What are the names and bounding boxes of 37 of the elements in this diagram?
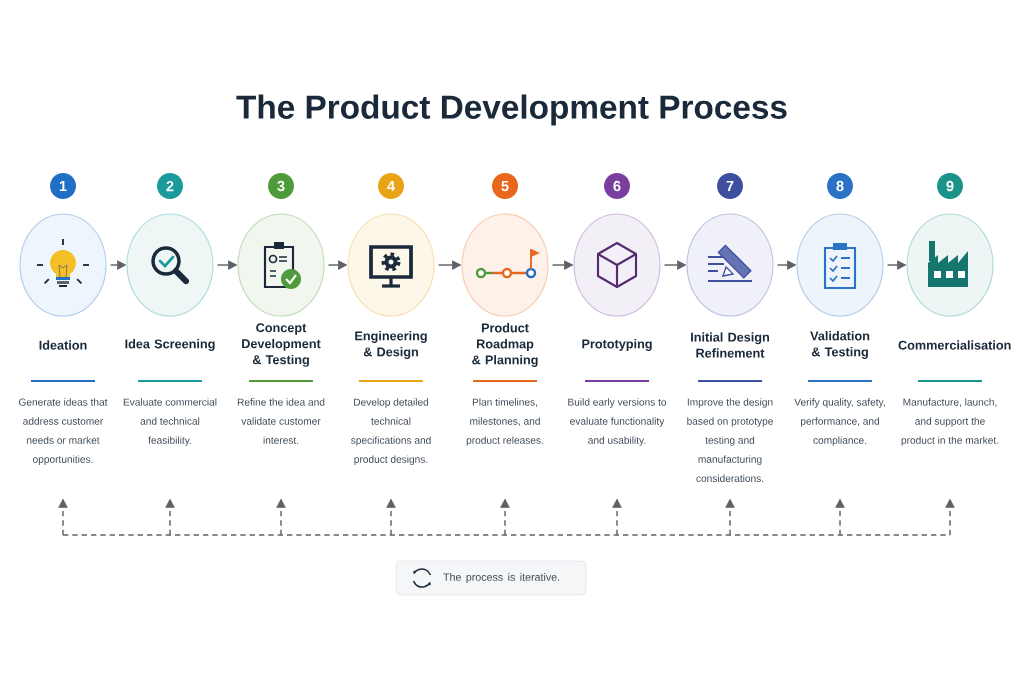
note-box: The process is iterative. <box>395 560 587 596</box>
icon-circle <box>573 213 661 317</box>
stage-title: Ideation <box>39 340 87 350</box>
description: Generate ideas that address customer needs or market opportunities. <box>19 398 108 465</box>
stage-title: Initial Design Refinement <box>691 332 769 358</box>
number-badge: 8 <box>827 173 853 199</box>
number-badge: 1 <box>50 173 76 199</box>
stage-title: Commercialisation <box>898 340 1011 350</box>
description: Improve the design based on prototype testing and manufacturing considerations. <box>687 398 773 482</box>
icon-circle <box>126 213 214 317</box>
description: Plan timelines, milestones, and product releases. <box>466 398 543 446</box>
description: Develop detailed technical specifications and product designs. <box>351 398 431 465</box>
number-badge: 2 <box>157 173 183 199</box>
stage-title: Idea Screening <box>125 339 215 351</box>
number-badge: 5 <box>492 173 518 199</box>
number-badge: 7 <box>717 173 743 199</box>
number-badge: 4 <box>378 173 404 199</box>
stage-title: Concept Development & Testing <box>242 323 321 367</box>
description: Build early versions to evaluate functionality and usability. <box>568 398 667 446</box>
icon-circle <box>19 213 107 317</box>
number-badge: 9 <box>937 173 963 199</box>
icon-circle <box>796 213 884 317</box>
stage-title: Prototyping <box>582 339 652 351</box>
stage-title: Engineering & Design <box>355 331 427 359</box>
title: The Product Development Process <box>236 94 787 126</box>
description: Evaluate commercial and technical feasibility. <box>123 398 217 446</box>
number-badge: 3 <box>268 173 294 199</box>
number-badge: 6 <box>604 173 630 199</box>
stage-title: Validation & Testing <box>810 331 870 359</box>
description: Manufacture, launch, and support the product in the market. <box>901 398 999 446</box>
icon-circle <box>347 213 435 317</box>
icon-circle <box>686 213 774 317</box>
description: Refine the idea and validate customer interest. <box>237 398 325 444</box>
stage-title: Product Roadmap & Planning <box>472 323 538 367</box>
description: Verify quality, safety, performance, and compliance. <box>794 398 885 446</box>
icon-circle <box>461 213 549 317</box>
icon-circle <box>237 213 325 317</box>
